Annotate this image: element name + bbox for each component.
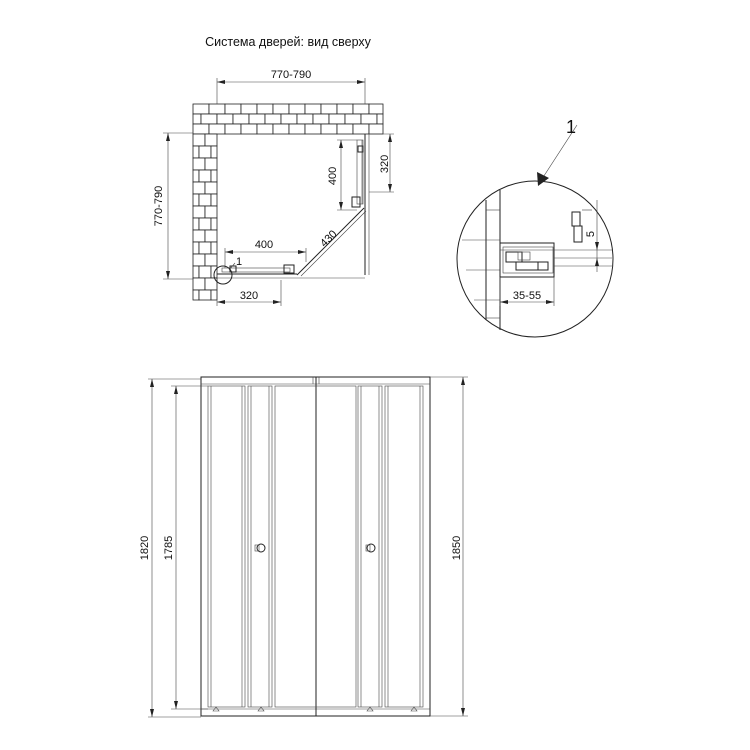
- front-panels: [207, 385, 424, 708]
- dim-glass-height: 1785: [163, 385, 208, 710]
- dim-bottom-inner: 400: [224, 239, 307, 268]
- door-handle-right: [365, 543, 376, 553]
- dim-total-height-right-label: 1850: [451, 536, 463, 560]
- dim-total-height-left: 1820: [139, 378, 201, 718]
- dim-total-height-right: 1850: [430, 376, 468, 717]
- dim-top-width: 770-790: [216, 69, 366, 104]
- dim-gap: 5: [585, 200, 599, 272]
- detail-profile: [499, 209, 612, 278]
- bottom-rollers: [212, 706, 418, 712]
- dim-right-door-inner: 400: [327, 139, 357, 211]
- dim-right-door-inner-label: 400: [327, 167, 339, 185]
- dim-top-width-label: 770-790: [271, 69, 311, 81]
- top-view: Система дверей: вид сверху: [153, 35, 394, 306]
- callout-marker-label: 1: [236, 256, 242, 268]
- top-brick-wall: [192, 103, 384, 135]
- dim-bottom-inner-label: 400: [255, 239, 273, 251]
- left-brick-wall: [192, 133, 218, 301]
- dim-bottom-outer-label: 320: [240, 290, 258, 302]
- dim-adjust-label: 35-55: [513, 290, 541, 302]
- detail-wall: [462, 190, 501, 330]
- dim-right-door-outer: 320: [369, 133, 394, 193]
- diagonal-panel: 430: [296, 207, 367, 277]
- dim-glass-height-label: 1785: [163, 536, 175, 560]
- bottom-door-panel: [217, 264, 365, 279]
- top-view-title: Система дверей: вид сверху: [205, 35, 372, 49]
- front-view: 1820 1785 1850: [139, 376, 468, 718]
- right-door-panel: [351, 134, 370, 275]
- dim-adjust: 35-55: [499, 277, 555, 306]
- callout-marker: 1: [213, 256, 242, 285]
- door-handle-left: [254, 543, 266, 553]
- detail-view: 1: [456, 117, 614, 338]
- dim-left-height: 770-790: [153, 132, 193, 280]
- dim-diagonal-label: 430: [318, 228, 339, 249]
- dim-left-height-label: 770-790: [153, 186, 165, 226]
- dim-right-door-outer-label: 320: [379, 155, 391, 173]
- dim-bottom-outer: 320: [216, 280, 282, 306]
- dim-gap-label: 5: [585, 231, 597, 237]
- dim-total-height-left-label: 1820: [139, 536, 151, 560]
- detail-callout-number: 1: [566, 117, 576, 137]
